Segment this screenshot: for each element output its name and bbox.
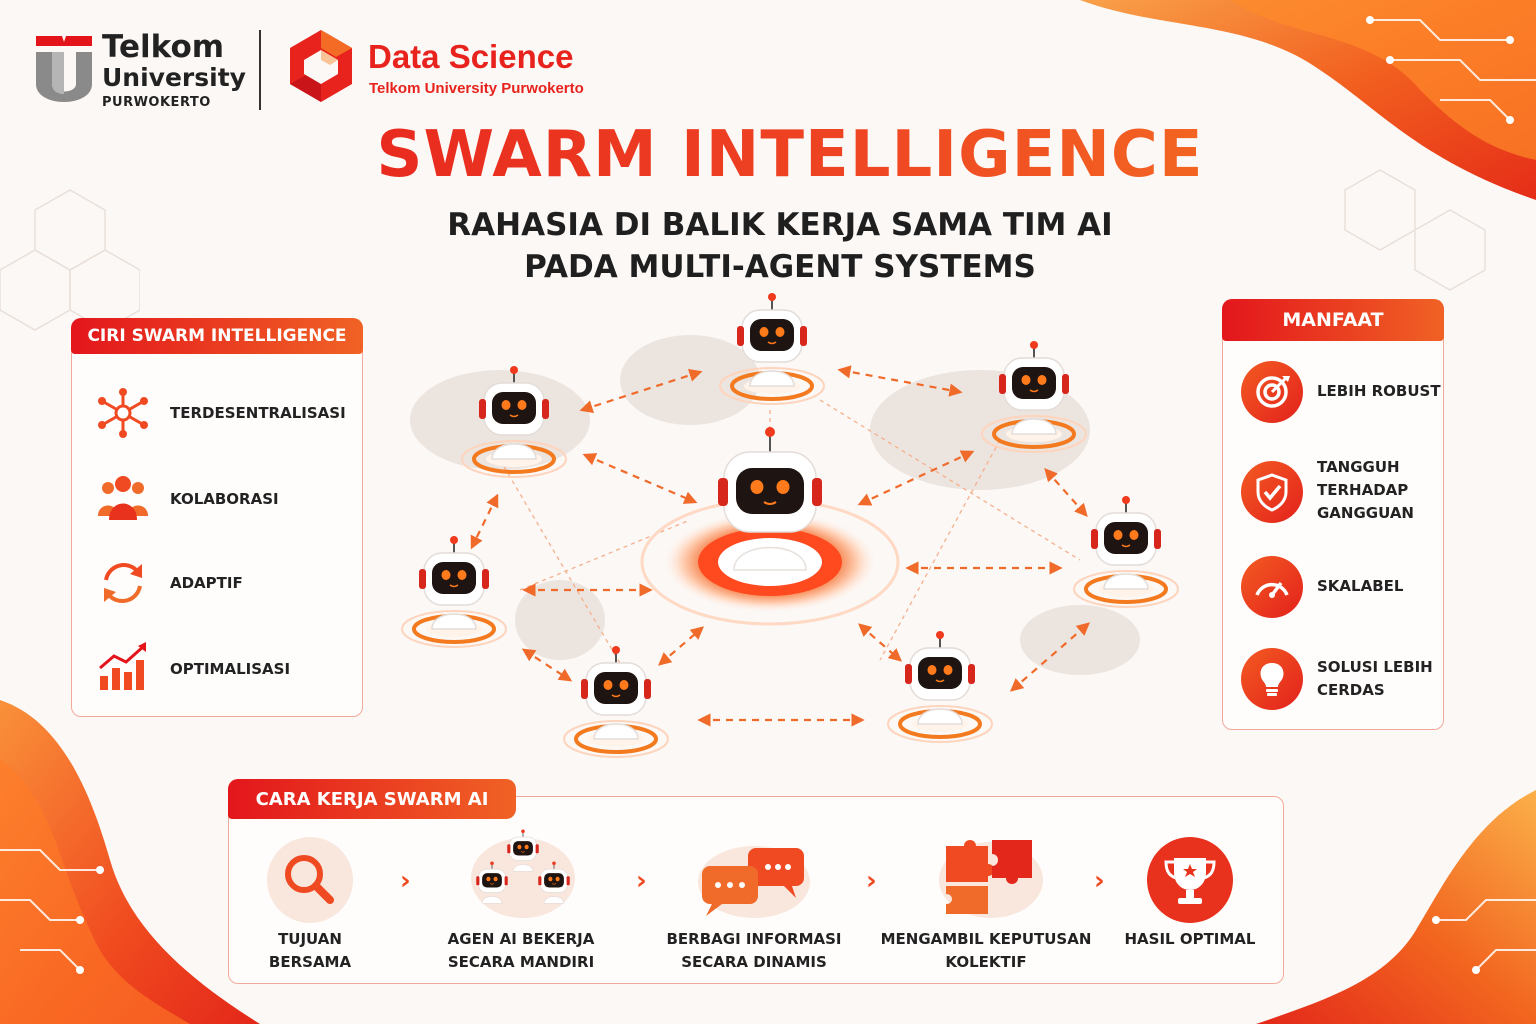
step2-line1: AGEN AI BEKERJA bbox=[447, 930, 595, 948]
bottom-left-wave-decoration bbox=[0, 700, 260, 1024]
bottom-right-wave-decoration bbox=[1256, 790, 1536, 1024]
top-right-wave-decoration bbox=[1080, 0, 1536, 200]
manfaat-tangguh-line3: GANGGUAN bbox=[1317, 504, 1414, 522]
manfaat-label-robust: LEBIH ROBUST bbox=[1317, 380, 1441, 403]
manfaat-tangguh-line1: TANGGUH bbox=[1317, 458, 1400, 476]
swarm-network-illustration bbox=[410, 335, 1140, 727]
people-group-icon bbox=[98, 476, 148, 520]
agent-robots-layer bbox=[401, 293, 1179, 758]
chevron-right-icon: › bbox=[400, 866, 411, 896]
agent-robot bbox=[719, 293, 825, 405]
ciri-item-kolaborasi bbox=[96, 472, 150, 526]
ciri-item-adaptif bbox=[96, 556, 150, 610]
manfaat-label-skalabel: SKALABEL bbox=[1317, 575, 1403, 598]
agent-robot bbox=[563, 646, 669, 758]
manfaat-solusi-line2: CERDAS bbox=[1317, 681, 1385, 699]
step2-line2: SECARA MANDIRI bbox=[447, 953, 595, 971]
search-icon bbox=[267, 837, 353, 923]
ciri-title-text: CIRI SWARM INTELLIGENCE bbox=[87, 326, 347, 346]
subtitle-line1: RAHASIA DI BALIK KERJA SAMA TIM AI bbox=[447, 207, 1113, 243]
robot-group-icon bbox=[471, 829, 575, 918]
subtitle: RAHASIA DI BALIK KERJA SAMA TIM AI PADA … bbox=[0, 204, 1536, 288]
step-label-hasil: HASIL OPTIMAL bbox=[1106, 928, 1274, 951]
telkom-university-wordmark: Telkom University PURWOKERTO bbox=[102, 29, 246, 110]
ciri-label-terdesentralisasi: TERDESENTRALISASI bbox=[170, 404, 346, 422]
data-science-logo bbox=[290, 30, 352, 102]
tu-name-line2: University bbox=[102, 63, 246, 92]
ciri-item-optimalisasi bbox=[96, 640, 150, 694]
manfaat-label-solusi: SOLUSI LEBIH CERDAS bbox=[1317, 656, 1433, 702]
manfaat-panel-title: MANFAAT bbox=[1222, 299, 1444, 341]
agent-robot bbox=[887, 631, 993, 743]
hexagon-pattern-right bbox=[1344, 169, 1486, 291]
puzzle-icon bbox=[939, 840, 1043, 918]
step-label-berbagi: BERBAGI INFORMASI SECARA DINAMIS bbox=[660, 928, 848, 974]
network-icon bbox=[98, 388, 148, 438]
ciri-label-adaptif: ADAPTIF bbox=[170, 574, 243, 592]
refresh-cycle-icon bbox=[104, 563, 142, 603]
shield-check-icon bbox=[1241, 461, 1303, 523]
central-robot bbox=[640, 427, 900, 626]
step-label-keputusan: MENGAMBIL KEPUTUSAN KOLEKTIF bbox=[876, 928, 1096, 974]
cara-kerja-title-text: CARA KERJA SWARM AI bbox=[255, 788, 489, 810]
tu-name-line1: Telkom bbox=[102, 29, 225, 65]
chevron-right-icon: › bbox=[866, 866, 877, 896]
telkom-university-logo bbox=[36, 36, 92, 102]
agent-robot bbox=[461, 366, 567, 478]
step3-line1: BERBAGI INFORMASI bbox=[666, 930, 842, 948]
agent-robot bbox=[401, 536, 507, 648]
agent-robot bbox=[1073, 496, 1179, 608]
agent-robot bbox=[538, 861, 570, 904]
target-icon bbox=[1241, 361, 1303, 423]
main-title: SWARM INTELLIGENCE bbox=[0, 118, 1536, 192]
agent-robot bbox=[507, 829, 539, 872]
ciri-label-optimalisasi: OPTIMALISASI bbox=[170, 660, 291, 678]
step4-line1: MENGAMBIL KEPUTUSAN bbox=[880, 930, 1092, 948]
step3-line2: SECARA DINAMIS bbox=[681, 953, 827, 971]
step4-line2: KOLEKTIF bbox=[945, 953, 1027, 971]
step5-line1: HASIL OPTIMAL bbox=[1124, 930, 1256, 948]
chevron-right-icon: › bbox=[636, 866, 647, 896]
manfaat-robust-line1: LEBIH ROBUST bbox=[1317, 382, 1441, 400]
chat-bubbles-icon bbox=[698, 846, 810, 918]
ciri-label-kolaborasi: KOLABORASI bbox=[170, 490, 279, 508]
logo-divider bbox=[259, 30, 261, 110]
subtitle-line2: PADA MULTI-AGENT SYSTEMS bbox=[524, 249, 1036, 285]
tu-campus: PURWOKERTO bbox=[102, 95, 211, 110]
manfaat-label-tangguh: TANGGUH TERHADAP GANGGUAN bbox=[1317, 456, 1414, 525]
step1-line1: TUJUAN bbox=[278, 930, 342, 948]
data-science-title: Data Science bbox=[368, 38, 574, 75]
step1-line2: BERSAMA bbox=[268, 953, 352, 971]
agent-robot bbox=[476, 861, 508, 904]
ciri-panel-title: CIRI SWARM INTELLIGENCE bbox=[71, 318, 363, 354]
growth-chart-icon bbox=[99, 642, 146, 690]
ciri-item-terdesentralisasi bbox=[96, 386, 150, 440]
chevron-right-icon: › bbox=[1094, 866, 1105, 896]
trophy-icon bbox=[1147, 837, 1233, 923]
manfaat-title-text: MANFAAT bbox=[1282, 309, 1384, 331]
manfaat-solusi-line1: SOLUSI LEBIH bbox=[1317, 658, 1433, 676]
manfaat-skalabel-line1: SKALABEL bbox=[1317, 577, 1404, 595]
speedometer-icon bbox=[1241, 556, 1303, 618]
manfaat-tangguh-line2: TERHADAP bbox=[1317, 481, 1409, 499]
data-science-subtitle: Telkom University Purwokerto bbox=[369, 80, 584, 97]
lightbulb-icon bbox=[1241, 648, 1303, 710]
cara-kerja-title: CARA KERJA SWARM AI bbox=[228, 779, 516, 819]
step-label-tujuan: TUJUAN BERSAMA bbox=[230, 928, 390, 974]
step-label-agen: AGEN AI BEKERJA SECARA MANDIRI bbox=[430, 928, 612, 974]
agent-robot bbox=[981, 341, 1087, 453]
